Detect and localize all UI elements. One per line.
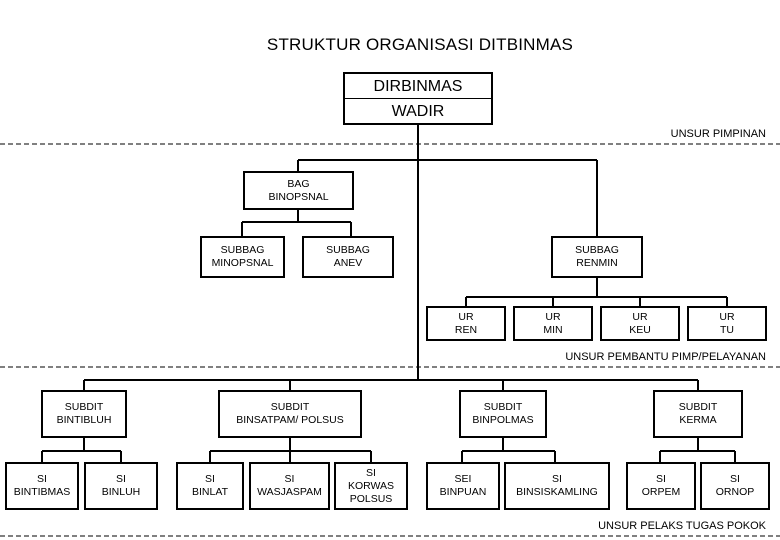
box-si-binluh[interactable]: SI BINLUH (84, 462, 158, 510)
box-subbag-minopsnal[interactable]: SUBBAG MINOPSNAL (200, 236, 285, 278)
box-dirbinmas-wadir[interactable]: DIRBINMAS WADIR (343, 72, 493, 125)
box-ur-min[interactable]: UR MIN (513, 306, 593, 341)
box-si-orpem[interactable]: SI ORPEM (626, 462, 696, 510)
box-subdit-binsatpam-polsus[interactable]: SUBDIT BINSATPAM/ POLSUS (218, 390, 362, 438)
box-subdit-bintibluh[interactable]: SUBDIT BINTIBLUH (41, 390, 127, 438)
zone-label-pelaks: UNSUR PELAKS TUGAS POKOK (598, 520, 766, 532)
box-sei-binpuan[interactable]: SEI BINPUAN (426, 462, 500, 510)
box-subdit-kerma[interactable]: SUBDIT KERMA (653, 390, 743, 438)
zone-label-pimpinan: UNSUR PIMPINAN (670, 128, 766, 140)
box-ur-ren[interactable]: UR REN (426, 306, 506, 341)
box-si-bintibmas[interactable]: SI BINTIBMAS (5, 462, 79, 510)
box-si-ornop[interactable]: SI ORNOP (700, 462, 770, 510)
box-ur-keu[interactable]: UR KEU (600, 306, 680, 341)
box-si-binsiskamling[interactable]: SI BINSISKAMLING (504, 462, 610, 510)
box-si-wasjaspam[interactable]: SI WASJASPAM (249, 462, 330, 510)
box-subbag-renmin[interactable]: SUBBAG RENMIN (551, 236, 643, 278)
box-bag-binopsnal[interactable]: BAG BINOPSNAL (243, 171, 354, 210)
box-subdit-binpolmas[interactable]: SUBDIT BINPOLMAS (459, 390, 547, 438)
box-si-binlat[interactable]: SI BINLAT (176, 462, 244, 510)
chart-title: STRUKTUR ORGANISASI DITBINMAS (266, 35, 574, 54)
label-wadir: WADIR (391, 102, 445, 120)
box-si-korwas-polsus[interactable]: SI KORWAS POLSUS (334, 462, 408, 510)
label-dirbinmas: DIRBINMAS (345, 74, 491, 99)
box-subbag-anev[interactable]: SUBBAG ANEV (302, 236, 394, 278)
box-ur-tu[interactable]: UR TU (687, 306, 767, 341)
zone-label-pembantu: UNSUR PEMBANTU PIMP/PELAYANAN (565, 351, 766, 363)
